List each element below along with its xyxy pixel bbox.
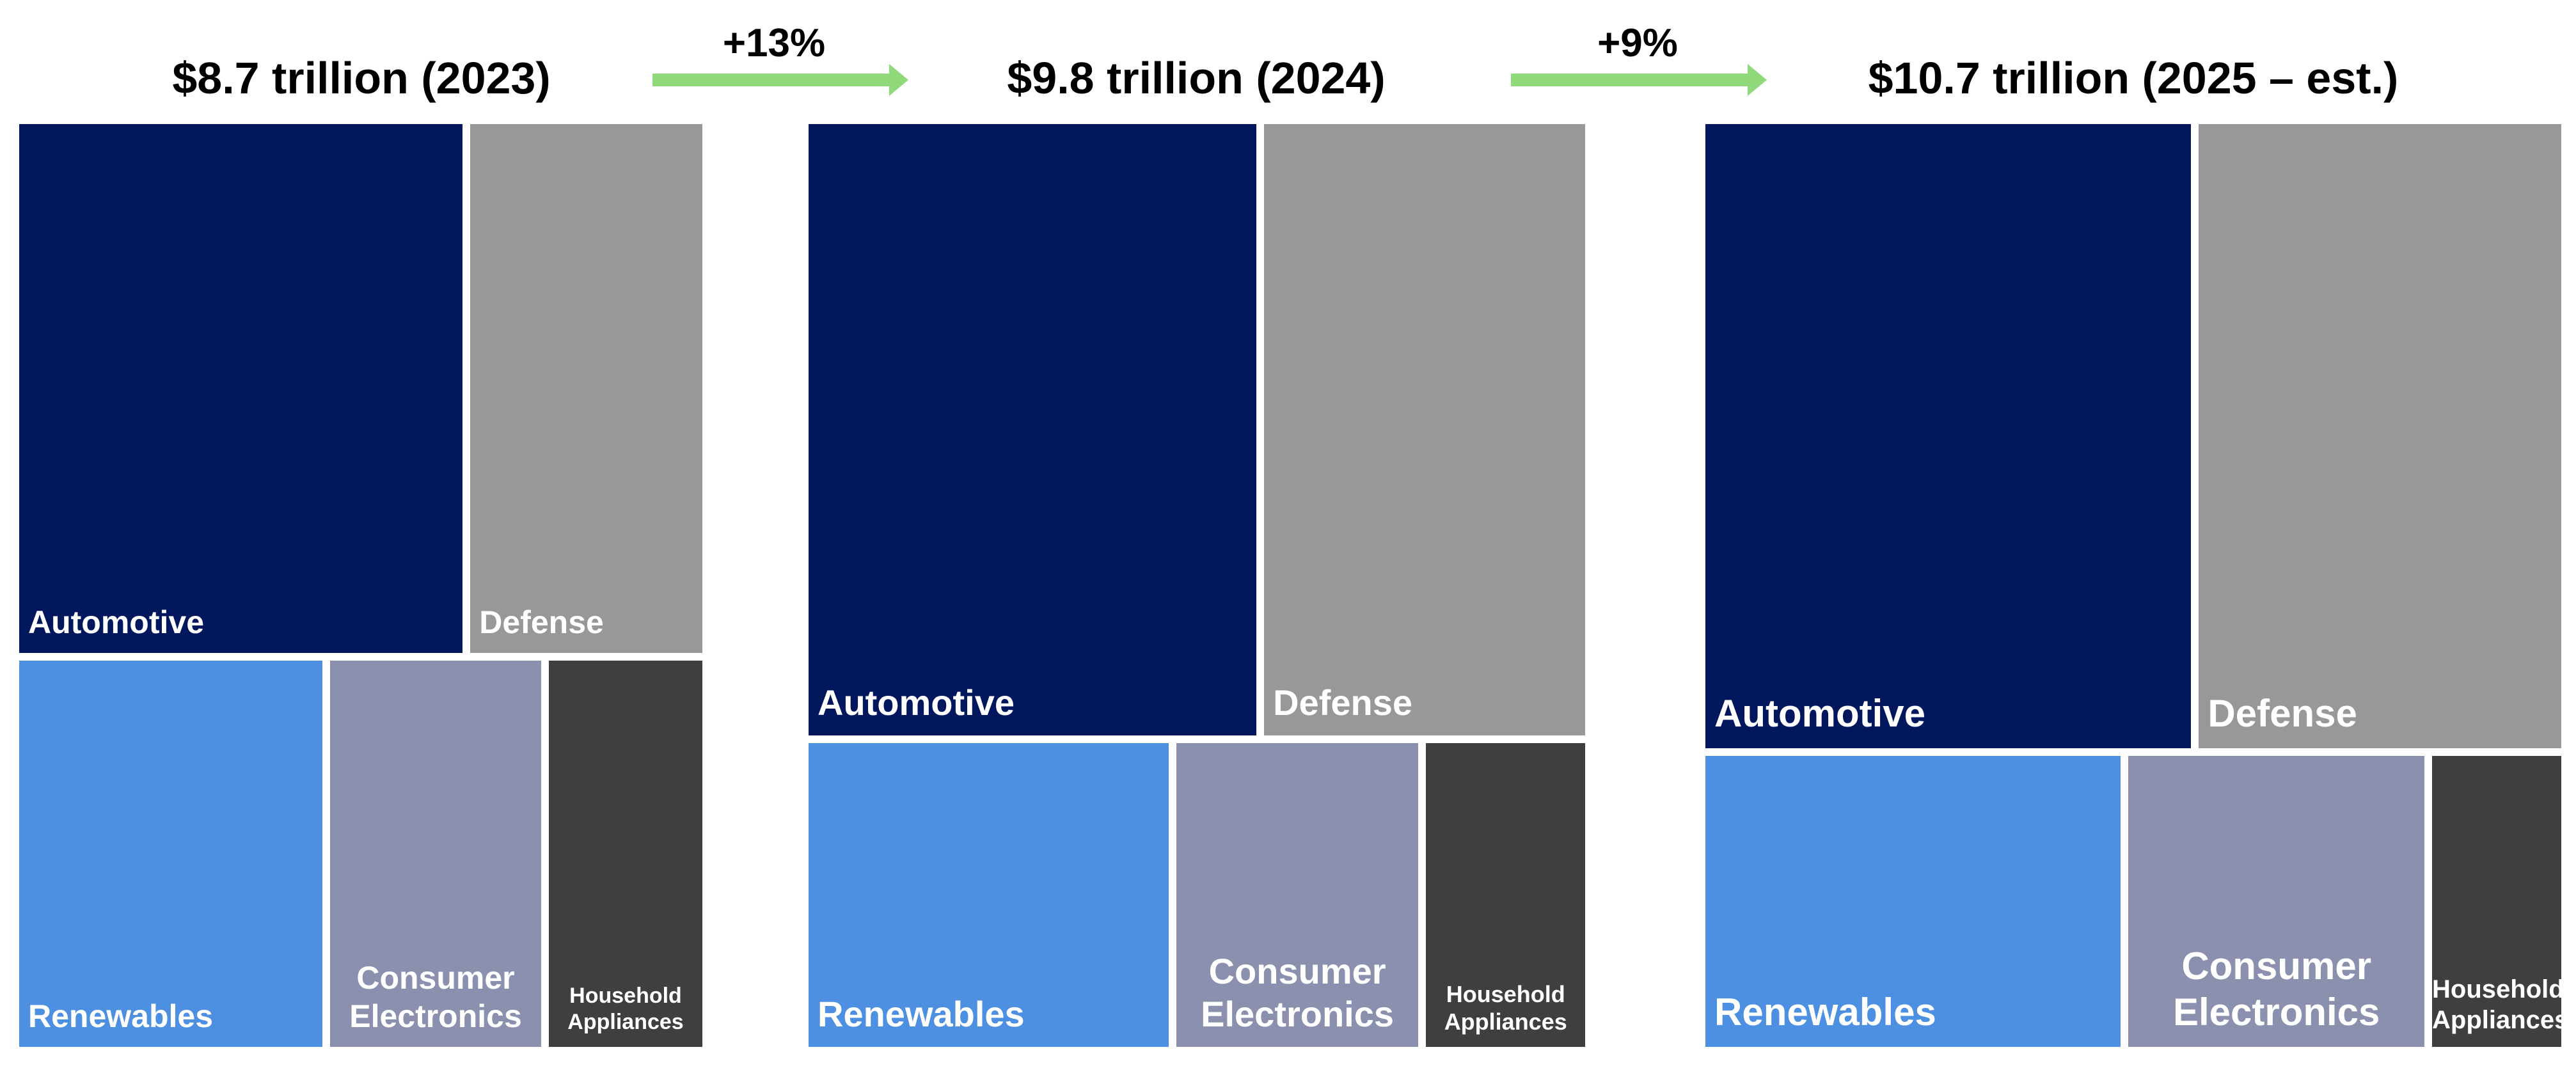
- cell-label-automotive: Automotive: [28, 604, 204, 640]
- arrow-shape: [652, 64, 908, 96]
- treemap-cell-renewables-2025: Renewables: [1702, 752, 2125, 1051]
- cell-label-renewables: Renewables: [818, 993, 1025, 1034]
- cell-label-renewables: Renewables: [1714, 990, 1936, 1033]
- growth-label-2024-2025: +9%: [1597, 21, 1678, 65]
- growth-arrow-2024-2025: [1511, 64, 1767, 96]
- treemap-cell-defense-2025: Defense: [2195, 120, 2565, 753]
- treemap-cell-automotive-2023: Automotive: [15, 120, 467, 657]
- arrow-shape: [1511, 64, 1767, 96]
- cell-label-defense: Defense: [2208, 692, 2357, 735]
- growth-arrow-2023-2024: [652, 64, 908, 96]
- cell-label-automotive: Automotive: [818, 682, 1015, 723]
- growth-label-2023-2024: +13%: [722, 21, 826, 65]
- cell-label-defense: Defense: [479, 604, 604, 640]
- cell-label-defense: Defense: [1273, 682, 1412, 723]
- title-2023: $8.7 trillion (2023): [172, 53, 551, 103]
- treemap-cell-automotive-2024: Automotive: [805, 120, 1261, 740]
- title-2024: $9.8 trillion (2024): [1007, 53, 1386, 103]
- treemap-cell-renewables-2024: Renewables: [805, 739, 1173, 1051]
- cell-label-automotive: Automotive: [1714, 692, 1925, 735]
- title-2025: $10.7 trillion (2025 – est.): [1868, 53, 2399, 103]
- treemap-cell-defense-2023: Defense: [466, 120, 706, 657]
- treemap-cell-automotive-2025: Automotive: [1702, 120, 2195, 753]
- cell-label-renewables: Renewables: [28, 998, 214, 1034]
- treemap-cell-defense-2024: Defense: [1260, 120, 1589, 740]
- treemap-cell-renewables-2023: Renewables: [15, 656, 326, 1051]
